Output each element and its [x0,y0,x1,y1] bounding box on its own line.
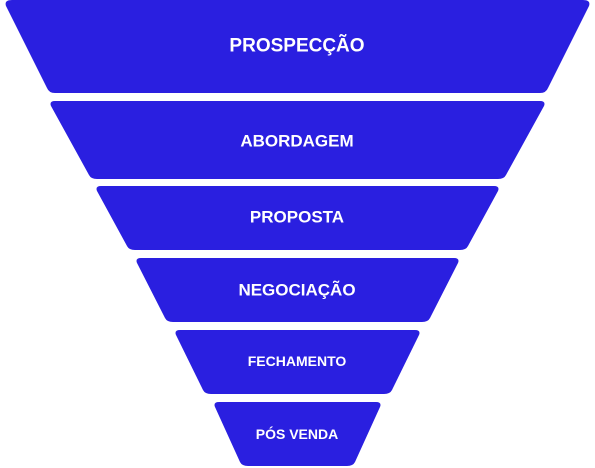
funnel-stage-shape [50,101,545,179]
funnel-stage-shape [5,0,590,93]
funnel-stage-shape [214,402,381,466]
funnel-stage-pos-venda: PÓS VENDA [214,402,381,466]
funnel-stage-label: PROPOSTA [250,208,344,227]
funnel-stage-label: PÓS VENDA [256,425,338,442]
funnel-stage-label: FECHAMENTO [248,353,347,369]
funnel-stage-proposta: PROPOSTA [96,186,499,250]
funnel-stage-fechamento: FECHAMENTO [175,330,420,394]
funnel-stage-prospeccao: PROSPECÇÃO [5,0,590,93]
funnel-stage-label: ABORDAGEM [240,132,353,151]
funnel-stage-shape [175,330,420,394]
funnel-stage-shape [136,258,459,322]
funnel-stage-abordagem: ABORDAGEM [50,101,545,179]
funnel-stage-negociacao: NEGOCIAÇÃO [136,258,459,322]
funnel-stage-shape [96,186,499,250]
funnel-stage-label: PROSPECÇÃO [229,35,364,57]
funnel-stage-label: NEGOCIAÇÃO [238,280,355,300]
